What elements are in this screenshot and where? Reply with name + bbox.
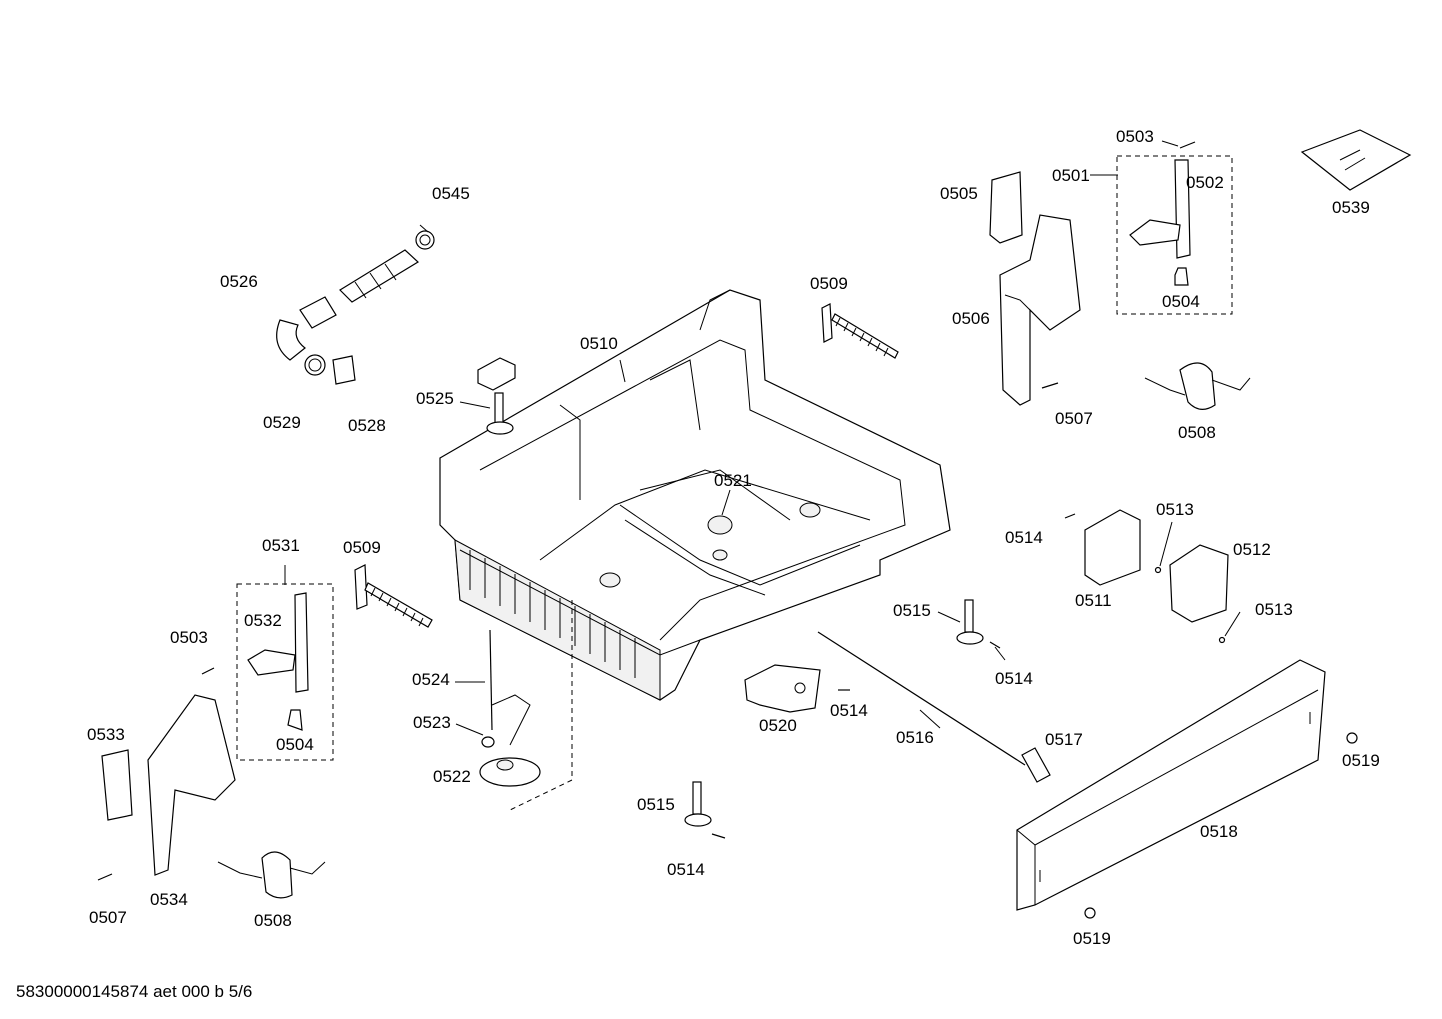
screw-part-e: [1084, 732, 1358, 919]
cable-hinge-part-b: [217, 851, 326, 899]
screw-part-g: [97, 873, 113, 881]
part-label-0516[interactable]: 0516: [896, 728, 934, 747]
part-label-0517[interactable]: 0517: [1045, 730, 1083, 749]
adjusting-knob-part: [1021, 747, 1051, 783]
part-label-0513[interactable]: 0513: [1156, 500, 1194, 519]
part-label-0504[interactable]: 0504: [276, 735, 314, 754]
plinth-panel-part: [1016, 659, 1326, 911]
part-label-0534[interactable]: 0534: [150, 890, 188, 909]
part-label-0522[interactable]: 0522: [433, 767, 471, 786]
part-label-0508[interactable]: 0508: [1178, 423, 1216, 442]
part-label-0531[interactable]: 0531: [262, 536, 300, 555]
part-label-0513[interactable]: 0513: [1255, 600, 1293, 619]
part-label-0524[interactable]: 0524: [412, 670, 450, 689]
document-code: 58300000145874 aet 000 b 5/6: [16, 982, 253, 1001]
part-label-0509[interactable]: 0509: [810, 274, 848, 293]
hinge-kit-group-lower: [236, 565, 334, 761]
part-label-0518[interactable]: 0518: [1200, 822, 1238, 841]
part-label-0512[interactable]: 0512: [1233, 540, 1271, 559]
hose-clamp-part: [415, 224, 435, 250]
parts-bag-part: [1300, 129, 1412, 191]
part-label-0526[interactable]: 0526: [220, 272, 258, 291]
hose-bracket-part: [332, 355, 356, 385]
part-label-0528[interactable]: 0528: [348, 416, 386, 435]
screw-part-c: [1154, 566, 1226, 644]
leader-lines: [455, 140, 1241, 736]
hose-clip-part: [304, 354, 326, 376]
part-label-0515[interactable]: 0515: [893, 601, 931, 620]
part-label-0503[interactable]: 0503: [1116, 127, 1154, 146]
hinge-kit-group: [1090, 155, 1233, 315]
part-label-0519[interactable]: 0519: [1342, 751, 1380, 770]
part-label-0529[interactable]: 0529: [263, 413, 301, 432]
screw-part-b: [1041, 382, 1059, 389]
part-label-0525[interactable]: 0525: [416, 389, 454, 408]
part-label-0533[interactable]: 0533: [87, 725, 125, 744]
part-label-0507[interactable]: 0507: [89, 908, 127, 927]
part-label-0508[interactable]: 0508: [254, 911, 292, 930]
part-label-0521[interactable]: 0521: [714, 471, 752, 490]
part-label-0504[interactable]: 0504: [1162, 292, 1200, 311]
part-label-0509[interactable]: 0509: [343, 538, 381, 557]
part-label-0520[interactable]: 0520: [759, 716, 797, 735]
switch-housing-part: [1084, 509, 1141, 586]
adjustable-foot-part: [477, 357, 516, 435]
part-label-0514[interactable]: 0514: [995, 669, 1033, 688]
hinge-plate-part: [999, 214, 1081, 406]
cable-hinge-part: [1144, 362, 1251, 410]
part-label-0514[interactable]: 0514: [667, 860, 705, 879]
part-label-0523[interactable]: 0523: [413, 713, 451, 732]
hinge-cover-part-b: [101, 749, 133, 821]
screw-part-a: [1179, 141, 1196, 149]
part-label-0505[interactable]: 0505: [940, 184, 978, 203]
screw-part-d: [711, 513, 1076, 839]
drain-valve-part: [744, 664, 821, 713]
drain-hose-part: [276, 249, 419, 361]
float-assembly-part: [479, 629, 541, 787]
hinge-cover-part: [989, 171, 1023, 244]
part-label-0502[interactable]: 0502: [1186, 173, 1224, 192]
rod-part: [817, 631, 1026, 766]
part-label-0511[interactable]: 0511: [1075, 591, 1112, 610]
part-label-0507[interactable]: 0507: [1055, 409, 1093, 428]
part-label-0532[interactable]: 0532: [244, 611, 282, 630]
part-label-0501[interactable]: 0501: [1052, 166, 1090, 185]
part-label-0506[interactable]: 0506: [952, 309, 990, 328]
part-label-0515[interactable]: 0515: [637, 795, 675, 814]
part-label-0510[interactable]: 0510: [580, 334, 618, 353]
part-label-0503[interactable]: 0503: [170, 628, 208, 647]
screw-part-f: [201, 667, 215, 675]
part-label-0539[interactable]: 0539: [1332, 198, 1370, 217]
adjustable-foot-part-c: [684, 781, 712, 827]
part-label-0514[interactable]: 0514: [830, 701, 868, 720]
spring-part-upper: [821, 303, 899, 359]
part-label-0514[interactable]: 0514: [1005, 528, 1043, 547]
switch-cover-part: [1169, 544, 1229, 623]
hinge-plate-part-b: [147, 694, 236, 876]
spring-part-lower: [354, 564, 433, 628]
adjustable-foot-part-b: [956, 599, 984, 645]
part-label-0519[interactable]: 0519: [1073, 929, 1111, 948]
part-label-0545[interactable]: 0545: [432, 184, 470, 203]
base-tub-part: [439, 289, 951, 811]
